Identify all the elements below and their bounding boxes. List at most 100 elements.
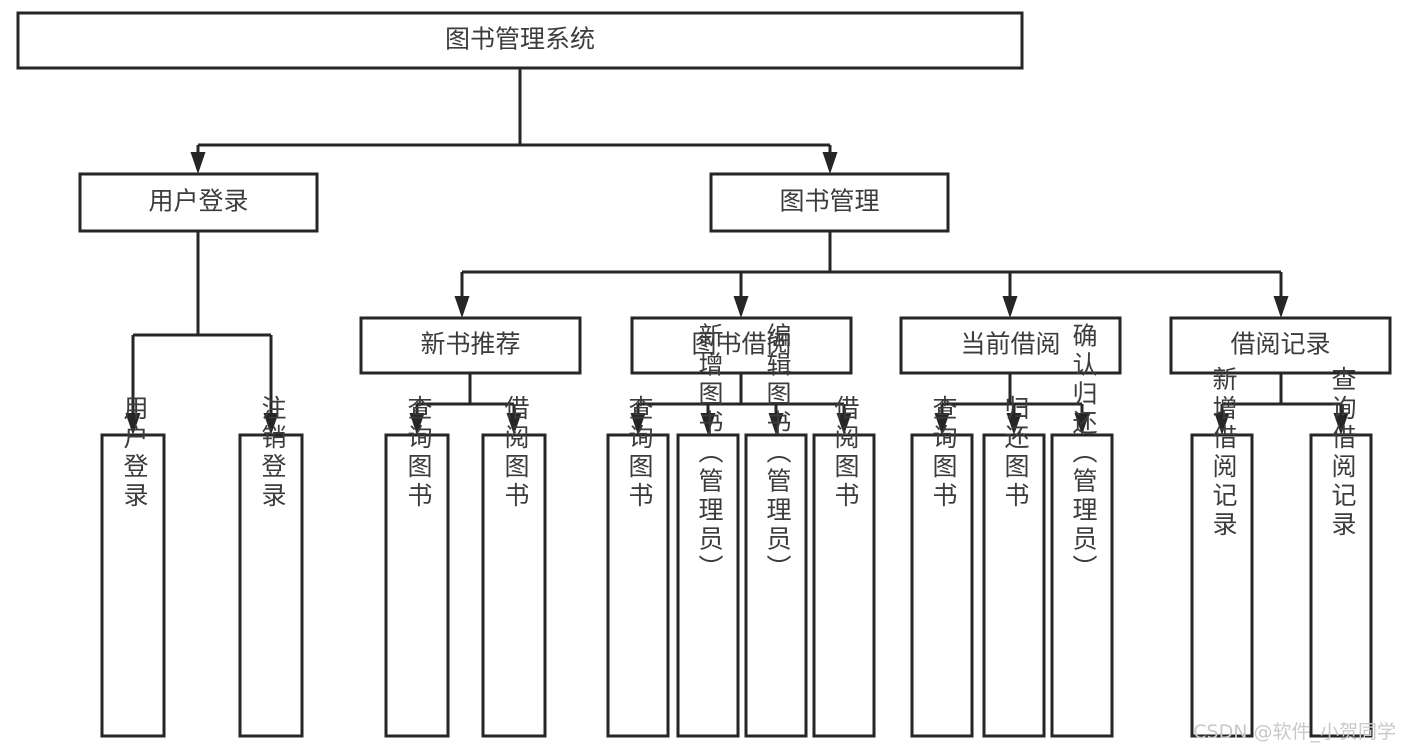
arrow-book-mgmt-to-borrow <box>733 272 749 318</box>
feature-label: 归还图书 <box>1001 395 1030 511</box>
feature-box[interactable] <box>238 433 304 738</box>
submodule-label: 图书借阅 <box>691 330 791 359</box>
submodule-box[interactable] <box>1169 316 1392 375</box>
node-leaf-logout[interactable]: 注销登录 <box>238 395 304 738</box>
node-leaf-user-login[interactable]: 用户登录 <box>100 395 166 738</box>
feature-box[interactable] <box>384 433 450 738</box>
arrow-head-icon <box>1006 413 1022 435</box>
node-user-login[interactable]: 用户登录 <box>78 172 319 233</box>
arrow-user-login-to-leaf1 <box>125 335 141 435</box>
arrow-root-to-user-login <box>190 145 206 174</box>
arrow-head-icon <box>409 413 425 435</box>
feature-label: 借阅图书 <box>501 395 530 511</box>
node-leaf-edit-book-admin[interactable]: 编辑图书（管理员） <box>744 323 808 738</box>
submodule-box[interactable] <box>630 316 853 375</box>
node-leaf-borrow-book[interactable]: 借阅图书 <box>812 395 876 738</box>
node-leaf-query-book-recommend[interactable]: 查询图书 <box>384 395 450 738</box>
feature-box[interactable] <box>744 433 808 738</box>
node-leaf-add-book-admin[interactable]: 新增图书（管理员） <box>676 323 740 738</box>
submodule-label: 新书推荐 <box>420 330 520 359</box>
feature-label: 用户登录 <box>120 395 149 511</box>
feature-box[interactable] <box>982 433 1046 738</box>
submodule-label: 当前借阅 <box>960 330 1060 359</box>
node-leaf-borrow-book-recommend[interactable]: 借阅图书 <box>481 395 547 738</box>
arrow-head-icon <box>822 152 838 174</box>
arrow-head-icon <box>733 296 749 318</box>
feature-label: 查询借阅记录 <box>1328 366 1357 540</box>
feature-box[interactable] <box>481 433 547 738</box>
feature-label: 查询图书 <box>404 395 433 511</box>
arrow-head-icon <box>836 413 852 435</box>
node-book-management[interactable]: 图书管理 <box>709 172 950 233</box>
arrow-head-icon <box>768 413 784 435</box>
feature-box[interactable] <box>812 433 876 738</box>
arrow-record-to-leaf2 <box>1333 404 1349 435</box>
feature-label: 确认归还（管理员） <box>1069 323 1098 584</box>
feature-box[interactable] <box>1190 433 1254 738</box>
nodes-layer: 图书管理系统用户登录图书管理新书推荐图书借阅当前借阅借阅记录用户登录注销登录查询… <box>16 11 1392 738</box>
arrow-recommend-to-leaf1 <box>409 404 425 435</box>
feature-box[interactable] <box>676 433 740 738</box>
submodule-box[interactable] <box>899 316 1122 375</box>
root-box[interactable] <box>16 11 1024 70</box>
arrow-borrow-to-leaf4 <box>836 404 852 435</box>
node-leaf-add-borrow-record[interactable]: 新增借阅记录 <box>1190 366 1254 738</box>
feature-label: 查询图书 <box>929 395 958 511</box>
feature-label: 新增借阅记录 <box>1209 366 1238 540</box>
module-label: 用户登录 <box>148 187 248 216</box>
feature-label: 借阅图书 <box>831 395 860 511</box>
arrow-head-icon <box>125 413 141 435</box>
root-label: 图书管理系统 <box>445 25 595 54</box>
arrow-current-to-leaf2 <box>1006 404 1022 435</box>
arrow-borrow-to-leaf3 <box>768 404 784 435</box>
arrow-recommend-to-leaf2 <box>506 404 522 435</box>
arrow-head-icon <box>1333 413 1349 435</box>
arrow-borrow-to-leaf1 <box>630 404 646 435</box>
feature-label: 编辑图书（管理员） <box>763 323 792 584</box>
node-leaf-query-borrow-record[interactable]: 查询借阅记录 <box>1309 366 1373 738</box>
arrow-head-icon <box>700 413 716 435</box>
node-leaf-query-book-current[interactable]: 查询图书 <box>910 395 974 738</box>
feature-label: 新增图书（管理员） <box>695 323 724 584</box>
arrow-head-icon <box>263 413 279 435</box>
module-label: 图书管理 <box>779 187 879 216</box>
connectors-layer <box>125 68 1349 435</box>
node-borrow-record[interactable]: 借阅记录 <box>1169 316 1392 375</box>
arrow-head-icon <box>454 296 470 318</box>
arrow-head-icon <box>1074 413 1090 435</box>
arrow-head-icon <box>630 413 646 435</box>
arrow-head-icon <box>934 413 950 435</box>
node-root[interactable]: 图书管理系统 <box>16 11 1024 70</box>
feature-box[interactable] <box>1050 433 1114 738</box>
arrow-head-icon <box>1273 296 1289 318</box>
arrow-book-mgmt-to-current <box>1002 272 1018 318</box>
node-book-borrow[interactable]: 图书借阅 <box>630 316 853 375</box>
arrow-book-mgmt-to-recommend <box>454 272 470 318</box>
feature-box[interactable] <box>910 433 974 738</box>
node-new-book-recommend[interactable]: 新书推荐 <box>359 316 582 375</box>
node-leaf-confirm-return-admin[interactable]: 确认归还（管理员） <box>1050 323 1114 738</box>
feature-label: 注销登录 <box>258 395 287 511</box>
feature-box[interactable] <box>100 433 166 738</box>
node-leaf-return-book[interactable]: 归还图书 <box>982 395 1046 738</box>
module-box[interactable] <box>709 172 950 233</box>
arrow-root-to-book-management <box>822 145 838 174</box>
arrow-book-mgmt-to-record <box>1273 272 1289 318</box>
arrow-head-icon <box>1002 296 1018 318</box>
feature-box[interactable] <box>1309 433 1373 738</box>
arrow-current-to-leaf3 <box>1074 404 1090 435</box>
arrow-user-login-to-leaf2 <box>263 335 279 435</box>
feature-box[interactable] <box>606 433 670 738</box>
feature-label: 查询图书 <box>625 395 654 511</box>
csdn-watermark: CSDN @软件_小贺同学 <box>1193 721 1396 743</box>
arrow-head-icon <box>190 152 206 174</box>
submodule-box[interactable] <box>359 316 582 375</box>
arrow-record-to-leaf1 <box>1214 404 1230 435</box>
node-current-borrow[interactable]: 当前借阅 <box>899 316 1122 375</box>
node-leaf-query-book-borrow[interactable]: 查询图书 <box>606 395 670 738</box>
arrow-head-icon <box>506 413 522 435</box>
arrow-current-to-leaf1 <box>934 404 950 435</box>
module-box[interactable] <box>78 172 319 233</box>
